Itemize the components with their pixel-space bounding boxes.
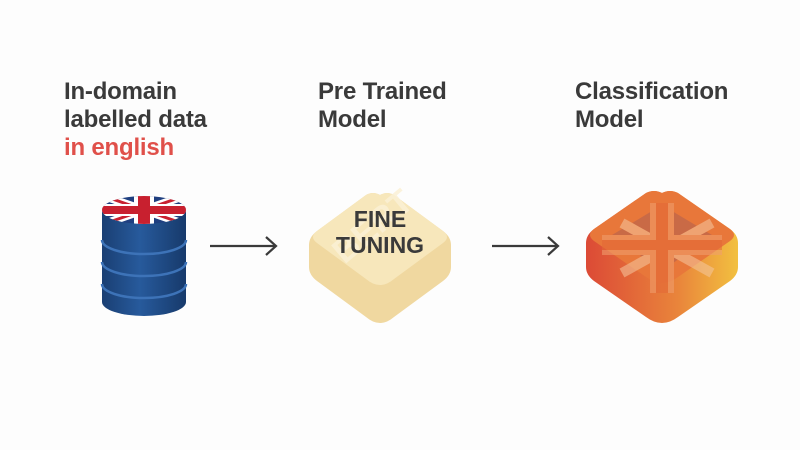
stage-3-title-line-2: Model [575, 106, 644, 133]
block-text-line-1: FINE [354, 206, 406, 232]
database-uk-flag-icon [100, 196, 188, 316]
stage-1-label: In-domain labelled data in english [64, 78, 207, 162]
stage-1-accent-line: in english [64, 134, 175, 161]
model-block-icon: BERT FINE TUNING [309, 183, 451, 323]
arrow-right-icon [210, 236, 278, 256]
block-text-line-2: TUNING [336, 232, 424, 258]
stage-2-label: Pre Trained Model [318, 78, 447, 134]
stage-3-label: Classification Model [575, 78, 728, 134]
model-block-uk-flag-icon [586, 191, 738, 323]
stage-2-title-line-2: Model [318, 106, 387, 133]
stage-2-title-line-1: Pre Trained [318, 78, 447, 105]
stage-3-title-line-1: Classification [575, 78, 729, 105]
arrow-right-icon [492, 236, 560, 256]
stage-1-title-line-1: In-domain [64, 78, 177, 105]
stage-1-title-line-2: labelled data [64, 106, 207, 133]
